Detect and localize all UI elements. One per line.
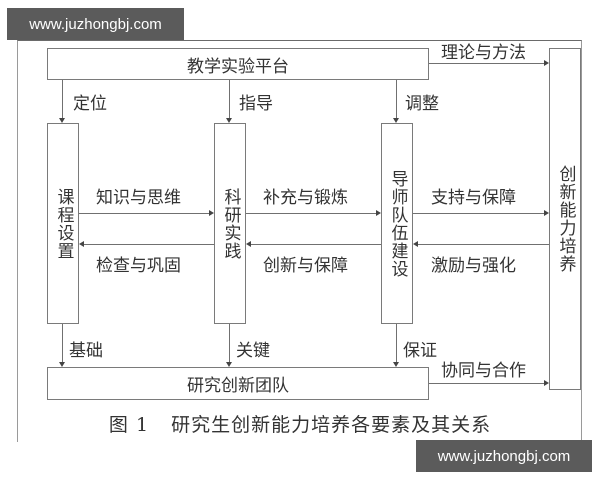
arrowhead-left-icon xyxy=(246,241,251,247)
edge-label-positioning: 定位 xyxy=(73,94,107,114)
edge-label-collaboration: 协同与合作 xyxy=(441,361,526,381)
edge-label-motivate-strengthen: 激励与强化 xyxy=(431,256,516,276)
arrowhead-down-icon xyxy=(393,118,399,123)
arrowhead-right-icon xyxy=(544,210,549,216)
box-curriculum-label: 课程设置 xyxy=(53,187,74,260)
arrowhead-down-icon xyxy=(393,362,399,367)
arrow-curriculum-research xyxy=(79,213,209,214)
edge-label-adjustment: 调整 xyxy=(405,94,439,114)
edge-label-ensure: 保证 xyxy=(403,341,437,361)
arrowhead-down-icon xyxy=(59,362,65,367)
edge-label-key: 关键 xyxy=(236,341,270,361)
box-research-team-label: 研究创新团队 xyxy=(187,376,289,396)
arrowhead-right-icon xyxy=(544,60,549,66)
arrow-curriculum-team xyxy=(62,324,63,362)
arrowhead-down-icon xyxy=(226,362,232,367)
arrowhead-down-icon xyxy=(59,118,65,123)
edge-label-supplement-training: 补充与锻炼 xyxy=(263,188,348,208)
box-teaching-platform-label: 教学实验平台 xyxy=(187,56,289,77)
arrowhead-right-icon xyxy=(544,380,549,386)
arrowhead-right-icon xyxy=(376,210,381,216)
arrowhead-right-icon xyxy=(209,210,214,216)
figure-title: 研究生创新能力培养各要素及其关系 xyxy=(171,414,492,436)
arrow-research-mentors xyxy=(246,213,376,214)
box-curriculum: 课程设置 xyxy=(47,123,79,324)
diagram-frame xyxy=(17,40,582,442)
edge-label-guidance: 指导 xyxy=(239,94,273,114)
figure-caption: 图 1 研究生创新能力培养各要素及其关系 xyxy=(0,410,600,437)
arrow-platform-curriculum xyxy=(62,80,63,118)
edge-label-foundation: 基础 xyxy=(69,341,103,361)
arrow-platform-innovation xyxy=(429,63,544,64)
box-teaching-platform: 教学实验平台 xyxy=(47,48,429,80)
arrow-mentors-innovation xyxy=(413,213,544,214)
watermark-top: www.juzhongbj.com xyxy=(7,8,184,40)
box-mentor-team-label: 导师队伍建设 xyxy=(387,169,408,278)
arrow-team-innovation xyxy=(429,383,544,384)
arrow-mentors-research xyxy=(251,244,381,245)
edge-label-theory-method: 理论与方法 xyxy=(441,43,526,63)
figure-number: 图 1 xyxy=(108,414,150,436)
box-research-team: 研究创新团队 xyxy=(47,367,429,400)
edge-label-check-consolidate: 检查与巩固 xyxy=(96,256,181,276)
box-mentor-team: 导师队伍建设 xyxy=(381,123,413,324)
box-research-practice-label: 科研实践 xyxy=(220,187,241,260)
edge-label-support-guarantee: 支持与保障 xyxy=(431,188,516,208)
arrowhead-down-icon xyxy=(226,118,232,123)
arrow-platform-research xyxy=(229,80,230,118)
edge-label-innovation-guarantee: 创新与保障 xyxy=(263,256,348,276)
arrowhead-left-icon xyxy=(413,241,418,247)
arrow-innovation-mentors xyxy=(418,244,549,245)
arrow-platform-mentors xyxy=(396,80,397,118)
box-research-practice: 科研实践 xyxy=(214,123,246,324)
arrow-research-curriculum xyxy=(84,244,214,245)
watermark-bottom: www.juzhongbj.com xyxy=(416,440,592,472)
arrowhead-left-icon xyxy=(79,241,84,247)
edge-label-knowledge-thinking: 知识与思维 xyxy=(96,188,181,208)
arrow-mentors-team xyxy=(396,324,397,362)
arrow-research-team xyxy=(229,324,230,362)
box-innovation-ability: 创新能力培养 xyxy=(549,48,581,390)
box-innovation-ability-label: 创新能力培养 xyxy=(555,165,576,273)
